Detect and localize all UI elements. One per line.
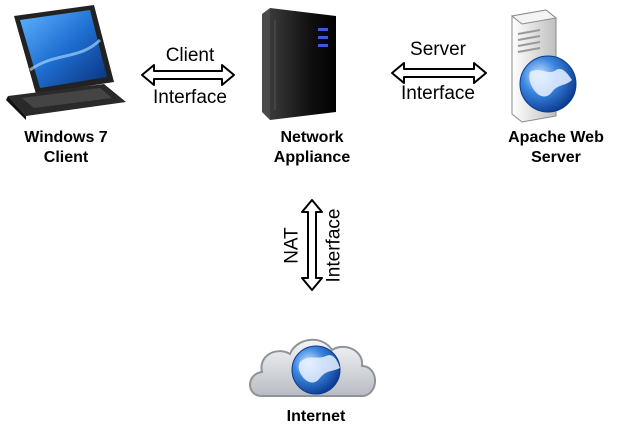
web-server-globe-icon [510,9,577,123]
cloud-globe-icon [249,339,376,397]
apache-web-server-label: Apache Web Server [508,129,604,166]
network-appliance-label: Network Appliance [273,129,351,166]
client-interface-label-line2: Interface [153,87,227,108]
windows-client-label: Windows 7 Client [24,129,108,166]
server-interface-arrow [391,62,487,84]
client-interface-label-line1: Client [165,45,215,66]
server-tower-icon [262,8,336,120]
nat-label: NAT [281,227,303,264]
server-interface-label-line1: Server [410,39,466,60]
internet-label: Internet [286,408,346,425]
server-interface-label-line2: Interface [401,83,475,104]
client-interface-arrow [141,64,235,86]
laptop-icon [6,5,126,120]
nat-interface-arrow [301,199,323,291]
nat-interface-label: Interface [323,208,345,283]
